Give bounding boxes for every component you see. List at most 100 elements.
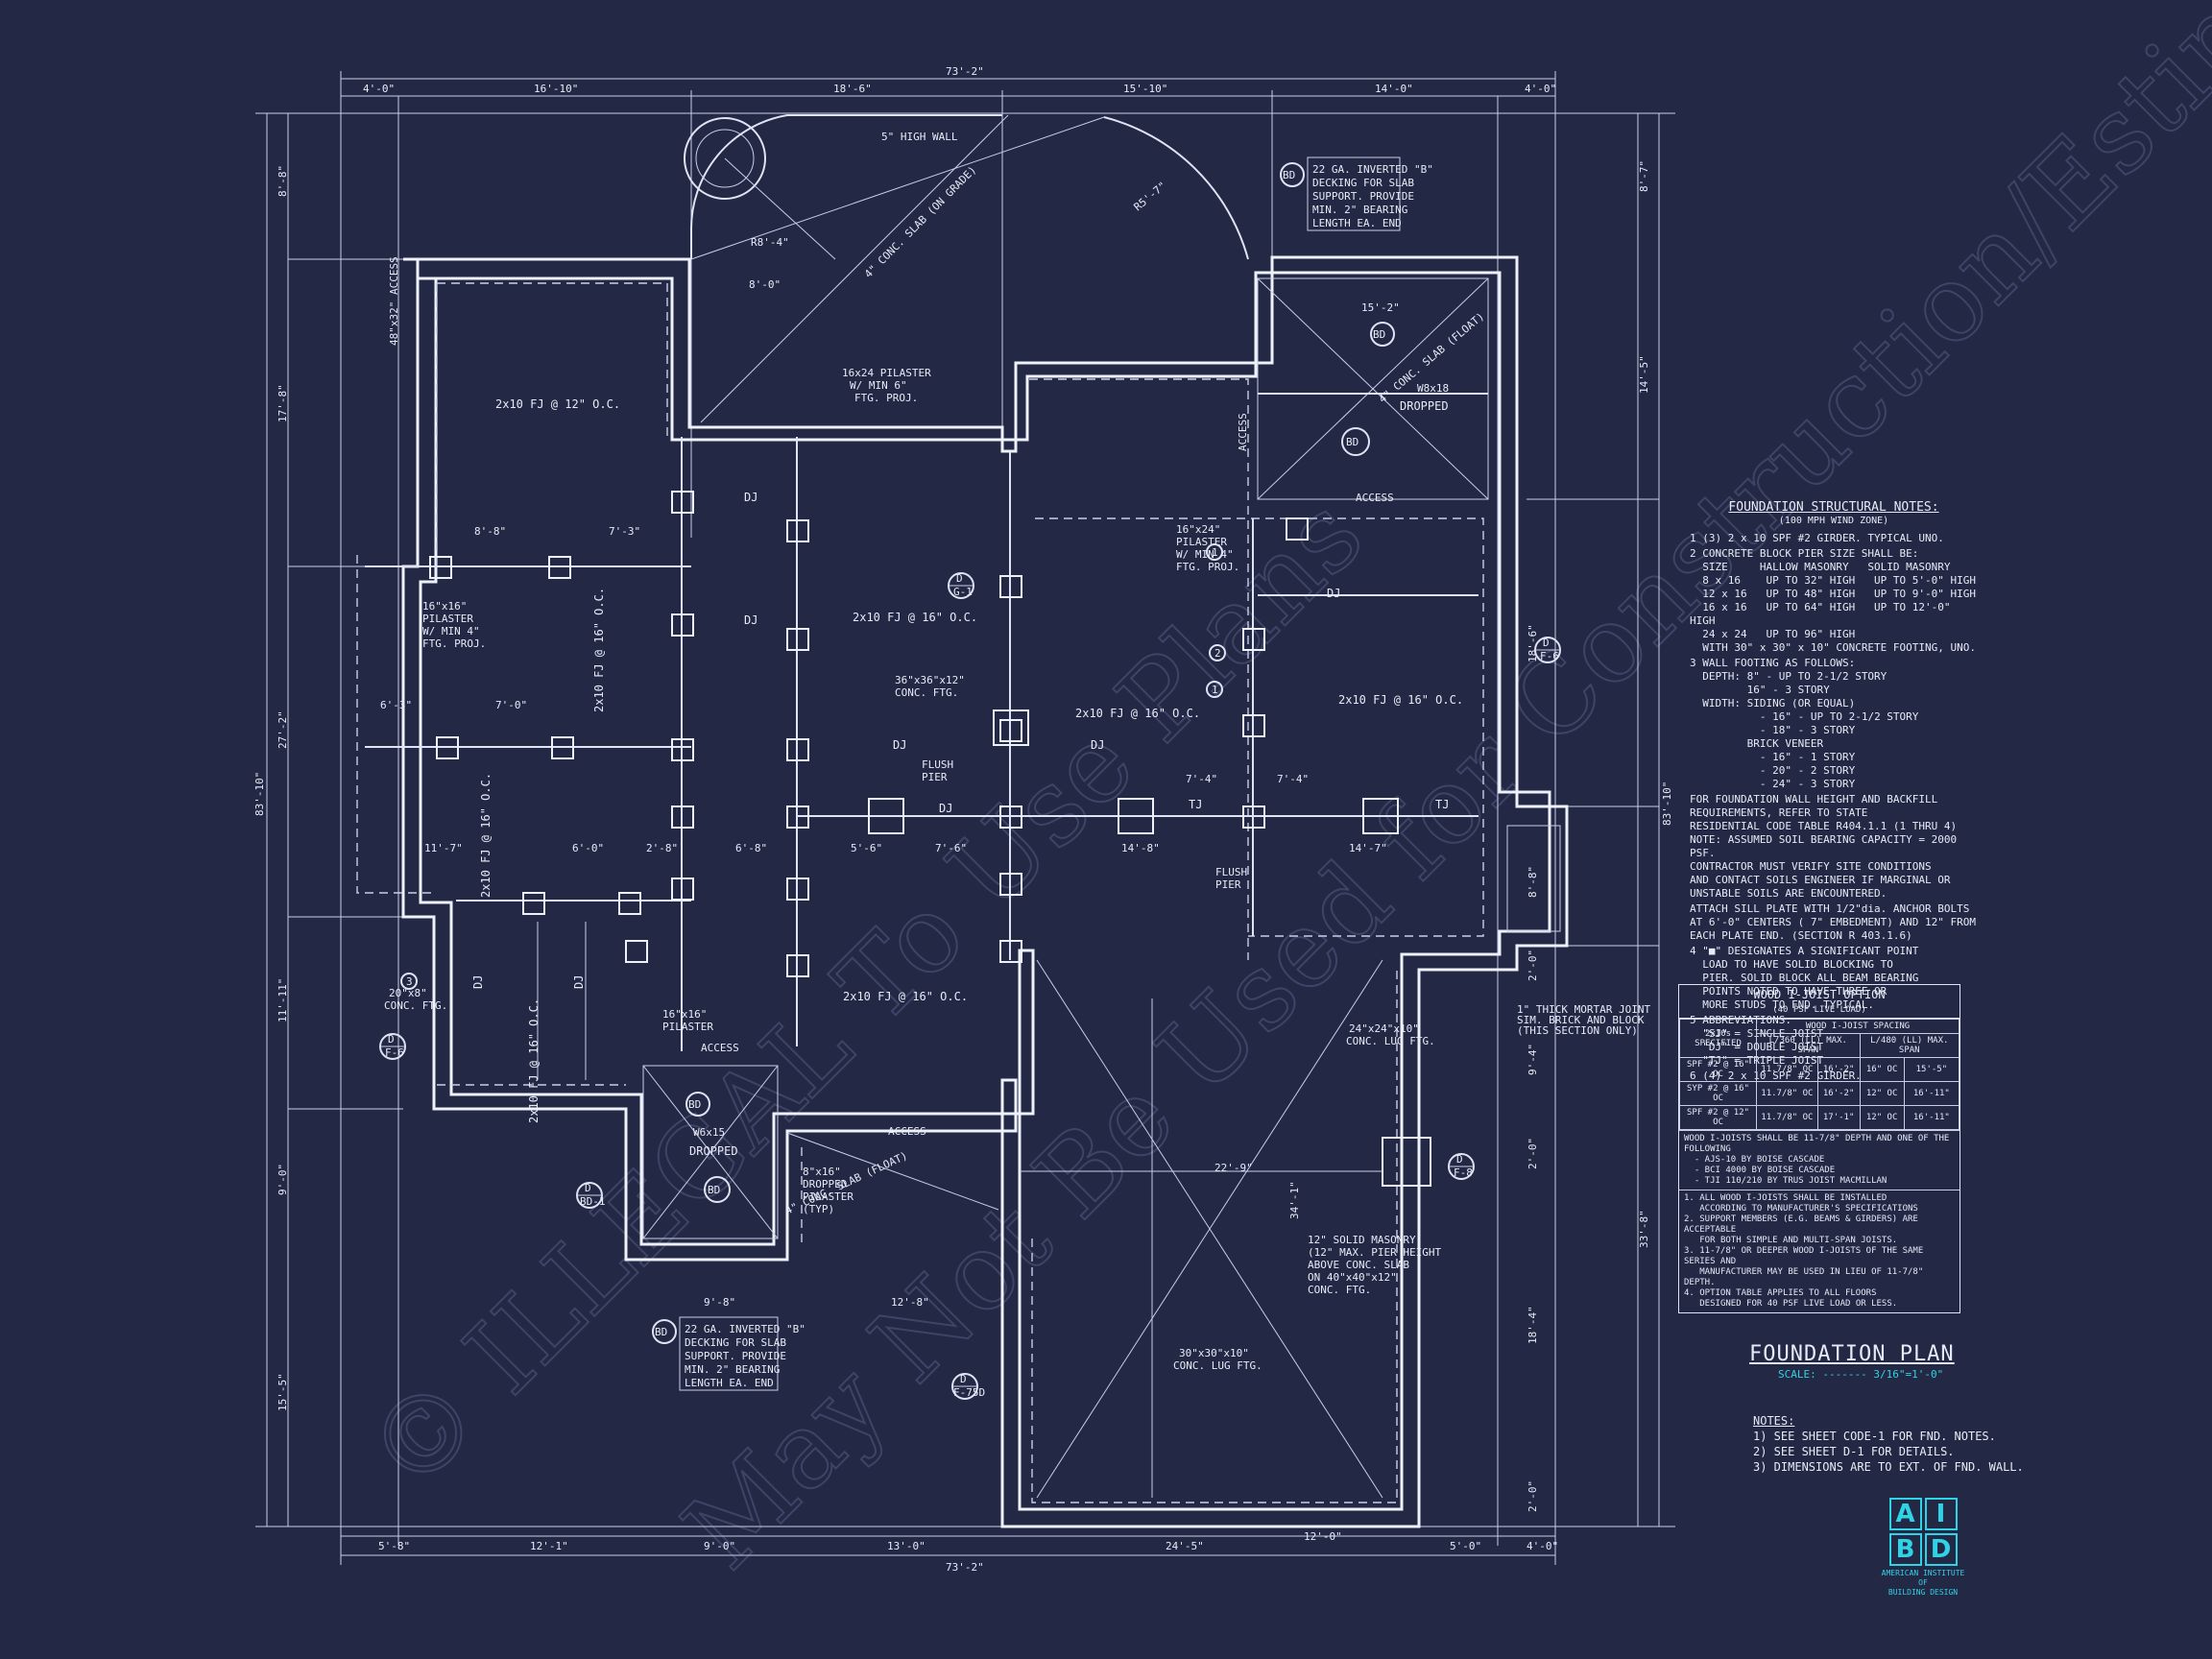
pier [1242, 805, 1265, 829]
svg-text:PILASTER: PILASTER [803, 1190, 854, 1203]
svg-text:8'-8": 8'-8" [1527, 866, 1539, 898]
svg-text:4" CONC. SLAB (ON GRADE): 4" CONC. SLAB (ON GRADE) [862, 164, 979, 281]
svg-text:5'-6": 5'-6" [851, 842, 882, 854]
note-item: 2 CONCRETE BLOCK PIER SIZE SHALL BE: SIZ… [1690, 547, 1977, 654]
svg-text:2x10 FJ @ 16" O.C.: 2x10 FJ @ 16" O.C. [853, 611, 977, 624]
pier [671, 878, 694, 901]
pier [671, 613, 694, 637]
svg-text:SUPPORT. PROVIDE: SUPPORT. PROVIDE [685, 1350, 786, 1362]
svg-text:14'-8": 14'-8" [1121, 842, 1160, 854]
svg-text:F-8: F-8 [1454, 1166, 1473, 1179]
svg-text:SIM. BRICK AND BLOCK: SIM. BRICK AND BLOCK [1517, 1014, 1645, 1026]
joist-table-header: WOOD I-JOIST SPACING [1756, 1019, 1960, 1034]
svg-text:27'-2": 27'-2" [276, 710, 289, 749]
svg-text:D: D [585, 1182, 591, 1194]
note-item: FOR FOUNDATION WALL HEIGHT AND BACKFILL … [1690, 793, 1958, 900]
dimension-frame [255, 71, 1675, 1565]
svg-text:ABOVE CONC. SLAB: ABOVE CONC. SLAB [1308, 1259, 1409, 1271]
svg-text:6'-8": 6'-8" [735, 842, 767, 854]
svg-text:5" HIGH WALL: 5" HIGH WALL [881, 131, 958, 143]
svg-text:(12" MAX. PIER HEIGHT: (12" MAX. PIER HEIGHT [1308, 1246, 1441, 1259]
svg-text:48"x32" ACCESS: 48"x32" ACCESS [388, 256, 400, 346]
svg-text:16"x16": 16"x16" [662, 1008, 707, 1021]
pier [999, 940, 1022, 963]
svg-text:1: 1 [1212, 546, 1218, 559]
logo-caption: AMERICAN INSTITUTE OF BUILDING DESIGN [1881, 1569, 1965, 1597]
svg-text:CONC. LUG FTG.: CONC. LUG FTG. [1346, 1035, 1435, 1047]
pier [618, 892, 641, 915]
foundation-structural-notes: FOUNDATION STRUCTURAL NOTES: (100 MPH WI… [1690, 501, 1978, 1085]
svg-text:12'-1": 12'-1" [530, 1540, 568, 1552]
notes-title: FOUNDATION STRUCTURAL NOTES: [1728, 500, 1939, 515]
svg-text:6'-3": 6'-3" [380, 699, 412, 711]
svg-text:6'-0": 6'-0" [572, 842, 604, 854]
svg-text:83'-10": 83'-10" [1661, 781, 1673, 826]
svg-text:DECKING FOR SLAB: DECKING FOR SLAB [685, 1336, 786, 1349]
svg-text:TJ: TJ [1435, 798, 1449, 811]
title-block: FOUNDATION PLAN SCALE: ------- 3/16"=1'-… [1749, 1342, 1999, 1381]
svg-text:DJ: DJ [1091, 738, 1104, 752]
svg-text:BD: BD [1346, 436, 1358, 448]
svg-text:DROPPED: DROPPED [689, 1144, 738, 1158]
pier [999, 575, 1022, 598]
svg-text:7'-4": 7'-4" [1277, 773, 1309, 785]
svg-text:9'-8": 9'-8" [704, 1296, 735, 1309]
svg-text:FLUSH: FLUSH [1215, 866, 1247, 878]
pier [625, 940, 648, 963]
svg-text:BD-1: BD-1 [580, 1195, 606, 1208]
svg-text:5'-0": 5'-0" [1450, 1540, 1481, 1552]
svg-text:ACCESS: ACCESS [888, 1125, 926, 1138]
joist-table-footnote: WOOD I-JOISTS SHALL BE 11-7/8" DEPTH AND… [1679, 1130, 1960, 1190]
svg-text:12'-8": 12'-8" [891, 1296, 929, 1309]
svg-text:33'-8": 33'-8" [1638, 1210, 1650, 1248]
svg-text:14'-5": 14'-5" [1638, 355, 1650, 394]
svg-text:ACCESS: ACCESS [1237, 413, 1249, 451]
svg-text:9'-0": 9'-0" [276, 1164, 289, 1195]
general-note-item: 2) SEE SHEET D-1 FOR DETAILS. [1753, 1445, 1955, 1458]
svg-text:DROPPED: DROPPED [803, 1178, 847, 1190]
pier [999, 719, 1022, 742]
plan-scale: SCALE: ------- 3/16"=1'-0" [1778, 1368, 1944, 1381]
svg-text:ON 40"x40"x12": ON 40"x40"x12" [1308, 1271, 1397, 1284]
svg-text:20"x8": 20"x8" [389, 987, 427, 999]
svg-text:9'-0": 9'-0" [704, 1540, 735, 1552]
foundation-walls [356, 255, 1569, 1528]
svg-text:R8'-4": R8'-4" [751, 236, 789, 249]
pier [868, 798, 904, 834]
pier [671, 805, 694, 829]
notes-subtitle: (100 MPH WIND ZONE) [1778, 516, 1889, 526]
pier [786, 878, 809, 901]
general-note-item: 3) DIMENSIONS ARE TO EXT. OF FND. WALL. [1753, 1460, 2024, 1474]
svg-text:8'-0": 8'-0" [749, 278, 781, 291]
svg-text:D: D [388, 1033, 395, 1046]
pier [1242, 714, 1265, 737]
svg-text:24'-5": 24'-5" [1166, 1540, 1204, 1552]
detail-tags: DG-1 DF-6 DF-6 DF-8 DBD-1 DF-75D 1 1 2 3… [379, 322, 1561, 1400]
svg-text:MIN. 2" BEARING: MIN. 2" BEARING [1312, 204, 1407, 216]
svg-text:18'-4": 18'-4" [1527, 1306, 1539, 1344]
svg-text:W8x18: W8x18 [1417, 382, 1449, 395]
svg-text:15'-5": 15'-5" [276, 1373, 289, 1411]
svg-text:D: D [960, 1373, 967, 1385]
svg-text:PILASTER: PILASTER [662, 1021, 713, 1033]
svg-text:2'-0": 2'-0" [1527, 1480, 1539, 1512]
svg-text:W/ MIN 4": W/ MIN 4" [1176, 548, 1234, 561]
joist-table-header: L/360 (LL) MAX. SPAN [1756, 1033, 1861, 1058]
svg-text:R5'-7": R5'-7" [1132, 180, 1169, 214]
svg-text:BD: BD [688, 1098, 701, 1111]
svg-text:16x24 PILASTER: 16x24 PILASTER [842, 367, 931, 379]
pier [786, 954, 809, 977]
patio-curve [684, 114, 1249, 423]
svg-text:DJ: DJ [893, 738, 906, 752]
general-note-item: 1) SEE SHEET CODE-1 FOR FND. NOTES. [1753, 1430, 1996, 1443]
svg-text:34'-1": 34'-1" [1288, 1181, 1301, 1219]
svg-text:11'-11": 11'-11" [276, 978, 289, 1022]
svg-text:7'-6": 7'-6" [935, 842, 967, 854]
pier [786, 519, 809, 542]
svg-text:2x10 FJ @ 16" O.C.: 2x10 FJ @ 16" O.C. [527, 998, 541, 1123]
svg-text:MIN. 2" BEARING: MIN. 2" BEARING [685, 1363, 780, 1376]
svg-text:8"x16": 8"x16" [803, 1166, 841, 1178]
svg-text:73'-2": 73'-2" [946, 65, 984, 78]
